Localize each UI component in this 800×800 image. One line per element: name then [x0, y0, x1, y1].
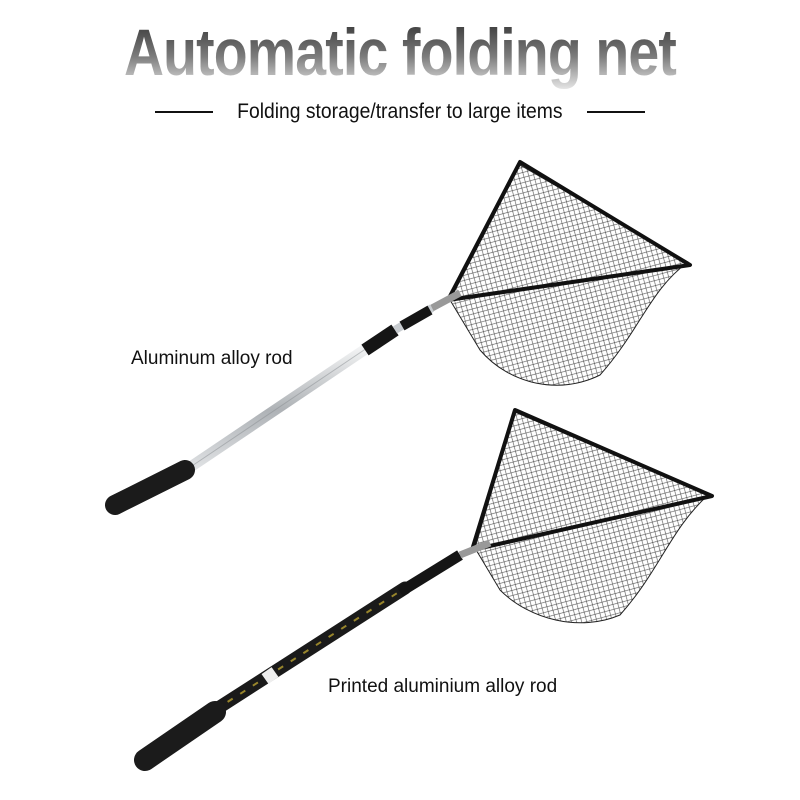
rod-joint: [361, 324, 399, 356]
printed-landing-net: [134, 408, 714, 771]
net-hoop: [446, 160, 692, 302]
net-bag: [449, 164, 689, 386]
net-hoop: [470, 408, 714, 552]
subtitle: Folding storage/transfer to large items: [0, 100, 800, 124]
rod-label-band: [261, 667, 279, 684]
rod-joint: [397, 550, 463, 597]
aluminum-landing-net: [105, 160, 692, 515]
divider-right: [586, 111, 645, 113]
subtitle-text: Folding storage/transfer to large items: [237, 100, 563, 123]
hinge: [458, 539, 492, 559]
net-bag: [474, 411, 709, 624]
label-aluminum-rod: Aluminum alloy rod: [131, 348, 293, 369]
label-printed-rod: Printed aluminium alloy rod: [328, 676, 558, 697]
divider-left: [155, 111, 214, 113]
foam-grip: [134, 701, 226, 771]
printed-rod: [208, 581, 412, 717]
page-title: Automatic folding net: [64, 14, 736, 90]
hinge: [430, 289, 462, 312]
foam-grip: [105, 460, 195, 515]
